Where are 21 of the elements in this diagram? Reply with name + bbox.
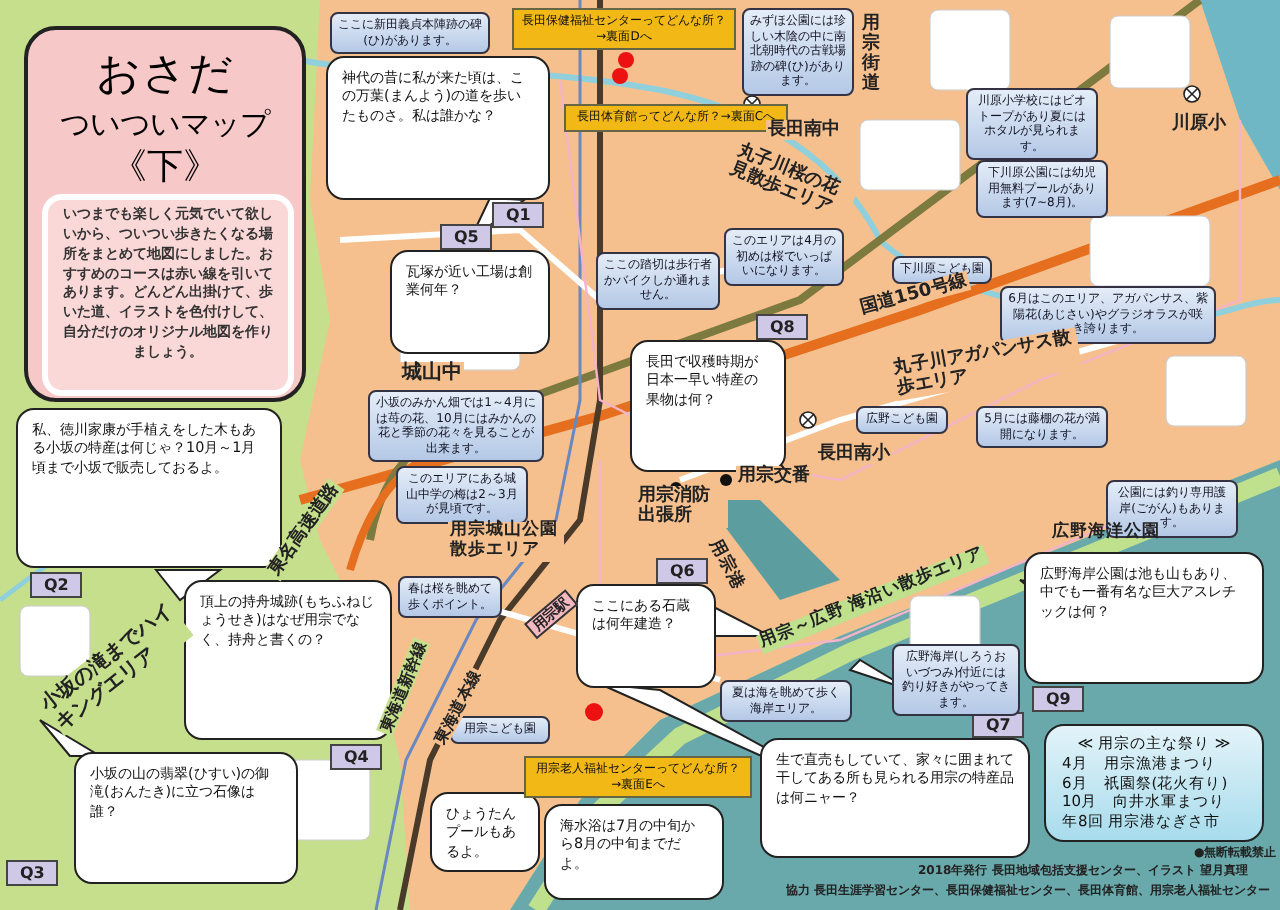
- question-tag: Q9: [1032, 686, 1085, 712]
- school-name: 長田南小: [816, 444, 892, 465]
- festival-box: [1044, 724, 1264, 842]
- volume-mark: 《下》: [109, 146, 221, 190]
- title-panel: [24, 26, 306, 402]
- subtitle-text: ついついマップ: [58, 106, 273, 143]
- question-tag: Q4: [330, 744, 383, 770]
- title-text: おさだ: [94, 50, 236, 103]
- question-tag: Q5: [440, 224, 493, 250]
- place-name: 用宗交番: [736, 466, 812, 487]
- question-tag: Q1: [492, 202, 545, 228]
- road-name: 用宗街道: [860, 16, 884, 96]
- question-tag: Q6: [656, 558, 709, 584]
- school-name: 長田南中: [766, 120, 842, 141]
- place-name: 用宗消防出張所: [636, 486, 728, 528]
- question-tag: Q2: [30, 572, 83, 598]
- school-name: 川原小: [1170, 114, 1228, 135]
- area-name: 用宗城山公園散歩エリア: [448, 522, 564, 562]
- question-tag: Q8: [756, 314, 809, 340]
- school-name: 城山中: [400, 362, 464, 385]
- question-tag: Q3: [6, 860, 59, 886]
